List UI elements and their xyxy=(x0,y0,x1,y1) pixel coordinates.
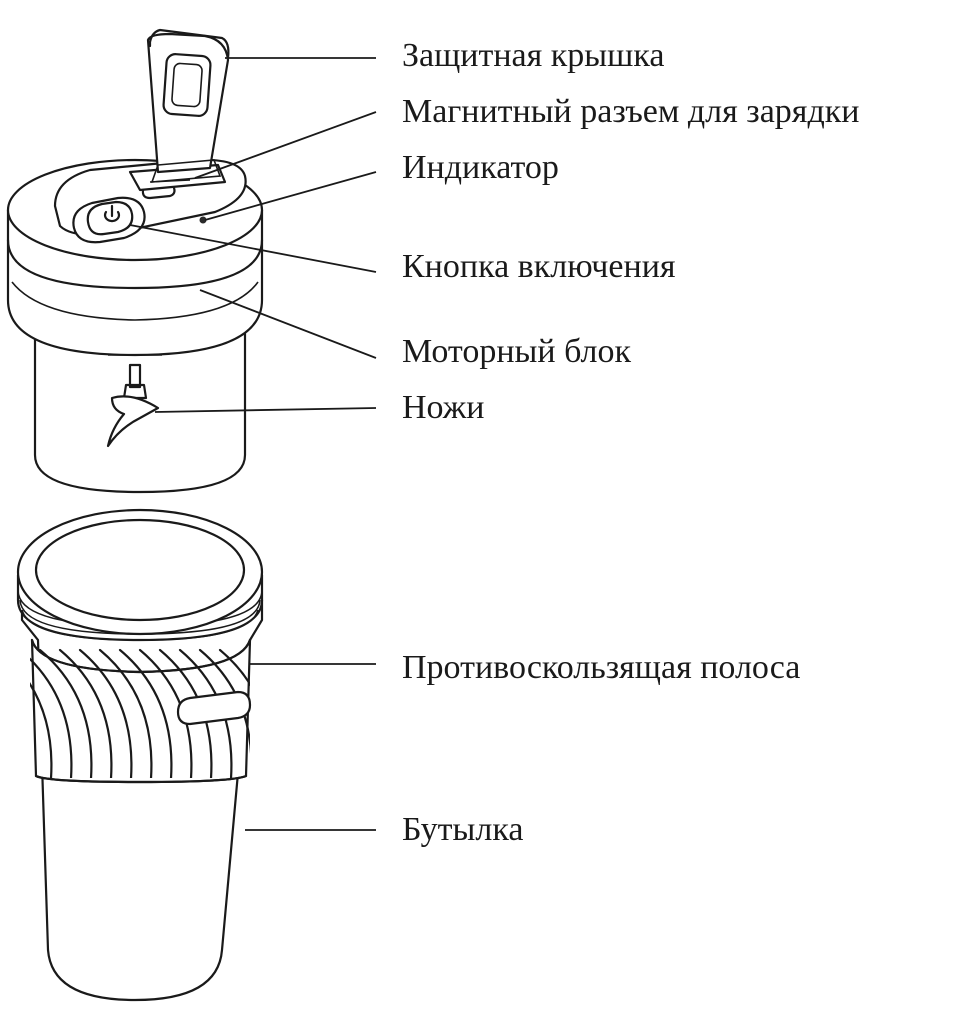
label-magnetic-connector: Магнитный разъем для зарядки xyxy=(402,93,860,130)
blades-drawing xyxy=(106,354,162,448)
leader-indicator xyxy=(204,171,377,221)
motor-unit-drawing xyxy=(6,158,264,494)
label-indicator: Индикатор xyxy=(402,149,559,186)
anti-slip-band-drawing xyxy=(30,638,252,784)
leader-blades xyxy=(154,407,377,413)
leader-magnetic-connector xyxy=(194,111,377,179)
leader-lines xyxy=(129,57,377,831)
power-icon xyxy=(72,196,146,244)
label-anti-slip-band: Противоскользящая полоса xyxy=(402,649,801,686)
label-protective-cap: Защитная крышка xyxy=(402,37,665,74)
leader-motor-unit xyxy=(199,289,377,359)
label-bottle: Бутылка xyxy=(402,811,524,848)
bottle-drawing xyxy=(16,508,264,1002)
label-power-button: Кнопка включения xyxy=(402,248,676,285)
protective-cap-drawing xyxy=(146,28,230,183)
label-blades: Ножи xyxy=(402,389,485,426)
indicator-dot xyxy=(199,216,207,224)
label-motor-unit: Моторный блок xyxy=(402,333,632,370)
leader-power-button xyxy=(129,224,377,273)
